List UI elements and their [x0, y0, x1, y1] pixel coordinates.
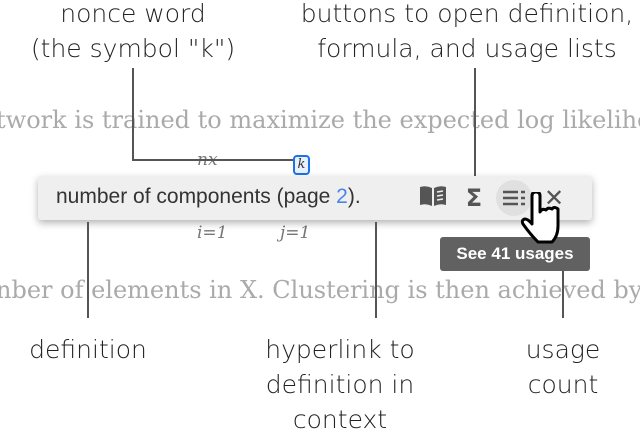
math-fragment: j=1	[280, 223, 311, 243]
connector-line	[87, 222, 89, 318]
page-link[interactable]: 2	[336, 185, 348, 208]
usage-tooltip: See 41 usages	[440, 237, 590, 271]
label-usage-count: count	[527, 370, 599, 399]
close-icon[interactable]: ✕	[543, 184, 565, 212]
hand-cursor-icon	[520, 192, 560, 244]
definition-end: ).	[347, 185, 361, 208]
definition-popup: number of components (page 2). Σ ✕	[38, 176, 592, 220]
math-fragment: i=1	[197, 223, 228, 243]
label-hyperlink: definition in	[265, 370, 415, 399]
definition-text: number of components (page 2).	[56, 185, 361, 209]
list-button[interactable]	[496, 180, 532, 216]
connector-line	[562, 271, 564, 318]
label-hyperlink: context	[292, 405, 388, 432]
label-nonce-word: nonce word	[60, 0, 206, 28]
label-buttons: formula, and usage lists	[317, 34, 617, 63]
sigma-icon[interactable]: Σ	[465, 184, 483, 212]
label-definition: definition	[29, 335, 147, 364]
book-icon[interactable]	[418, 184, 448, 214]
label-buttons: buttons to open definition,	[300, 0, 634, 28]
label-nonce-symbol: (the symbol "k")	[30, 34, 236, 63]
definition-label: number of components (page	[56, 185, 337, 208]
connector-line	[474, 68, 476, 192]
paper-text-line: twork is trained to maximize the expecte…	[0, 106, 640, 134]
label-usage-count: usage	[525, 335, 601, 364]
paper-text-line: nber of elements in X. Clustering is the…	[0, 276, 640, 304]
list-icon	[503, 190, 525, 206]
connector-line	[375, 222, 377, 318]
nonce-symbol[interactable]: k	[293, 155, 310, 175]
connector-line	[132, 159, 293, 161]
label-hyperlink: hyperlink to	[265, 335, 415, 364]
connector-line	[132, 68, 134, 161]
